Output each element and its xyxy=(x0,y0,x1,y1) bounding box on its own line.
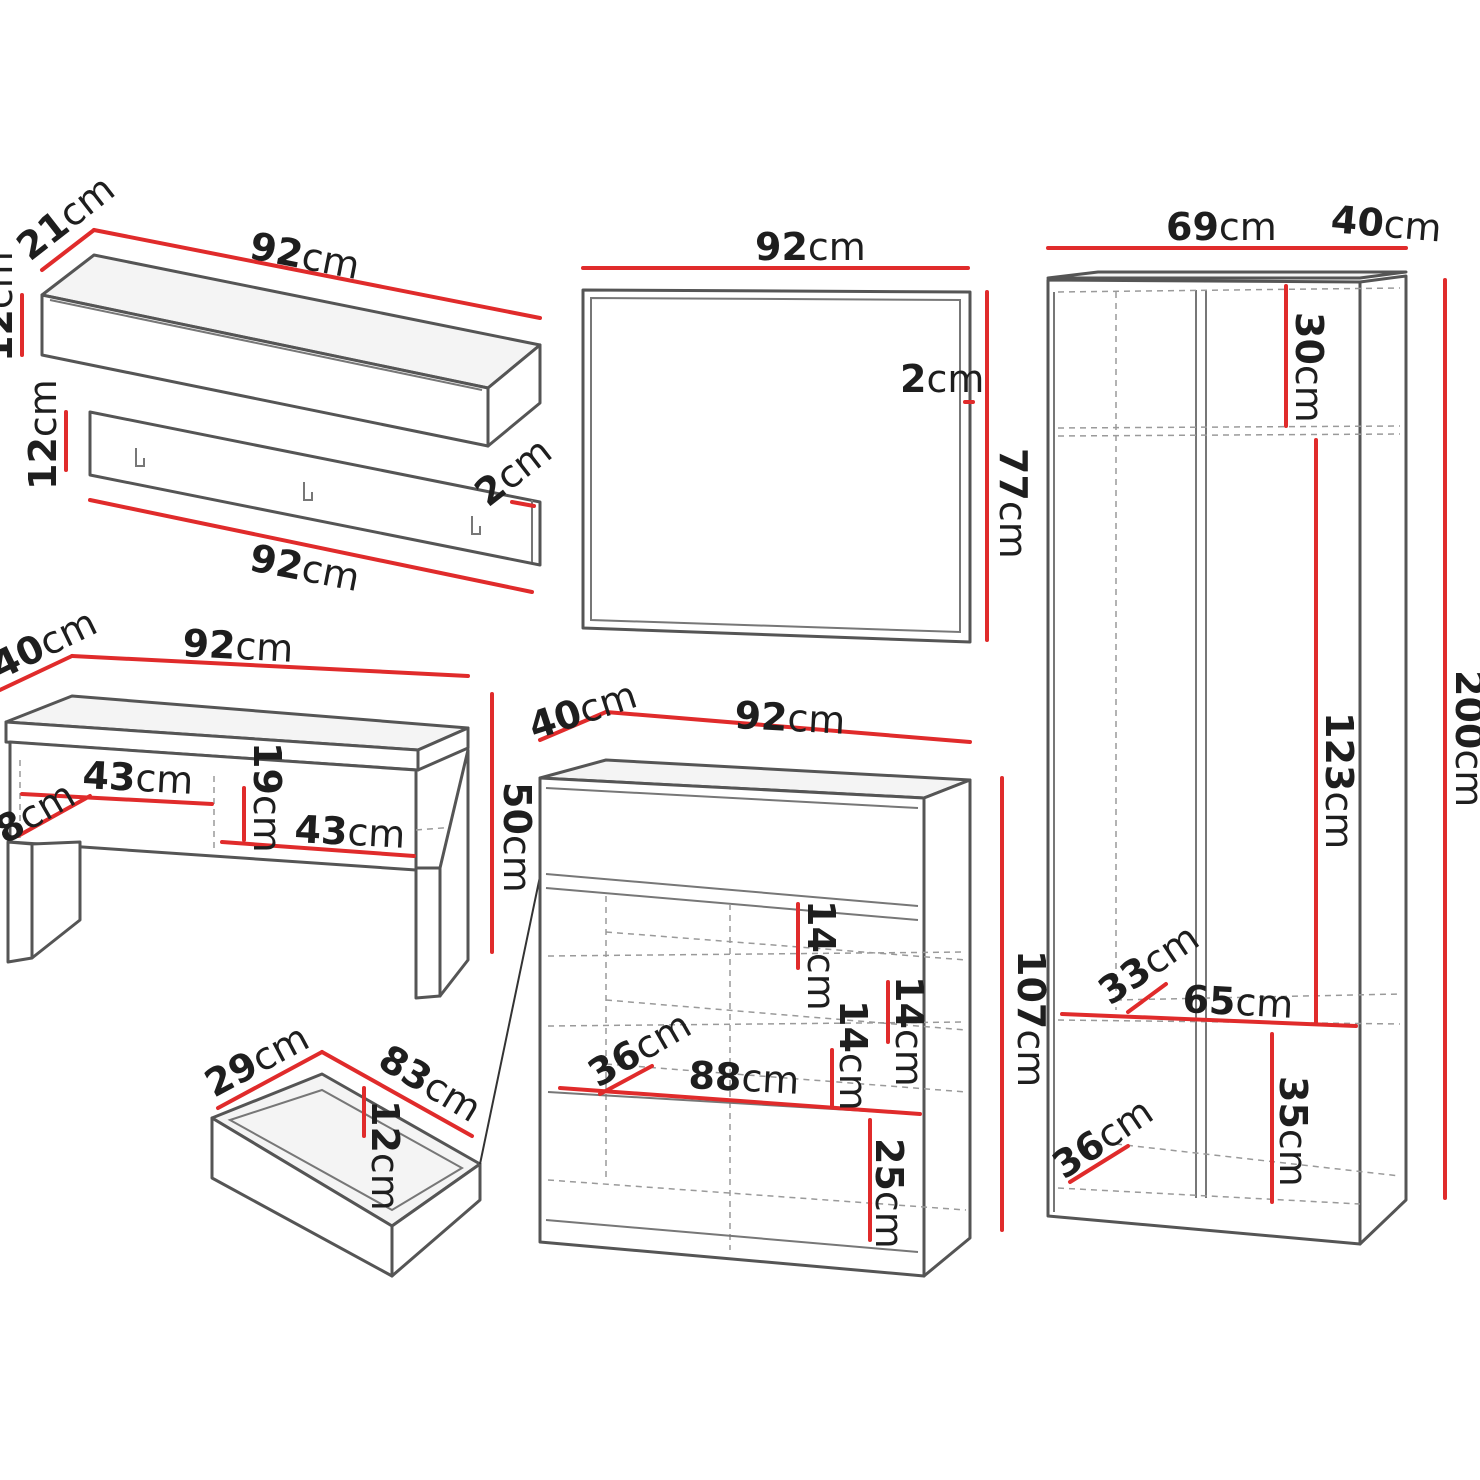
drawer-height-label: 12cm xyxy=(363,1100,407,1211)
mirror-frame-label: 2cm xyxy=(900,357,984,401)
hook-icon xyxy=(303,482,313,501)
cabinet-gap-right-label: 14cm xyxy=(887,976,931,1087)
console-desk xyxy=(0,654,494,1000)
wardrobe-width-label: 69cm xyxy=(1166,205,1277,249)
wardrobe-shelf-width-label: 65cm xyxy=(1182,977,1295,1027)
wardrobe-height-label: 200cm xyxy=(1447,670,1480,807)
cabinet-gap-top-label: 14cm xyxy=(799,900,843,1011)
cabinet-depth-label: 40cm xyxy=(523,672,642,748)
cabinet-inner-width-label: 88cm xyxy=(688,1053,801,1103)
hook-icon xyxy=(135,448,145,467)
shelf-width-label: 92cm xyxy=(246,224,363,288)
hook-icon xyxy=(471,516,481,535)
pull-out-drawer xyxy=(210,837,549,1278)
desk-width-label: 92cm xyxy=(182,621,295,671)
hook-rail-height-label: 12cm xyxy=(21,379,65,490)
cabinet-height-label: 107cm xyxy=(1009,950,1053,1087)
wardrobe-bottom-gap-label: 35cm xyxy=(1271,1076,1315,1187)
wardrobe xyxy=(1046,246,1447,1246)
wall-shelf xyxy=(20,228,542,448)
desk-drawer-left-label: 43cm xyxy=(82,753,195,803)
desk-depth-label: 40cm xyxy=(0,600,104,688)
wardrobe-hang-height-label: 123cm xyxy=(1317,712,1361,849)
desk-drawer-right-label: 43cm xyxy=(294,807,407,857)
hook-rail xyxy=(64,410,542,594)
mirror-height-label: 77cm xyxy=(991,448,1035,559)
desk-drawer-height-label: 19cm xyxy=(245,742,289,853)
wardrobe-depth-label: 40cm xyxy=(1329,197,1443,250)
cabinet-gap-mid-label: 14cm xyxy=(831,1000,875,1111)
hook-rail-width-label: 92cm xyxy=(246,536,363,600)
shelf-height-label: 12cm xyxy=(0,251,21,362)
cabinet-width-label: 92cm xyxy=(734,693,847,743)
cabinet-gap-bottom-label: 25cm xyxy=(867,1138,911,1249)
wardrobe-top-gap-label: 30cm xyxy=(1287,312,1331,423)
mirror xyxy=(581,266,989,644)
mirror-width-label: 92cm xyxy=(755,225,866,269)
desk-height-label: 50cm xyxy=(495,782,539,893)
shoe-cabinet xyxy=(538,710,1004,1278)
